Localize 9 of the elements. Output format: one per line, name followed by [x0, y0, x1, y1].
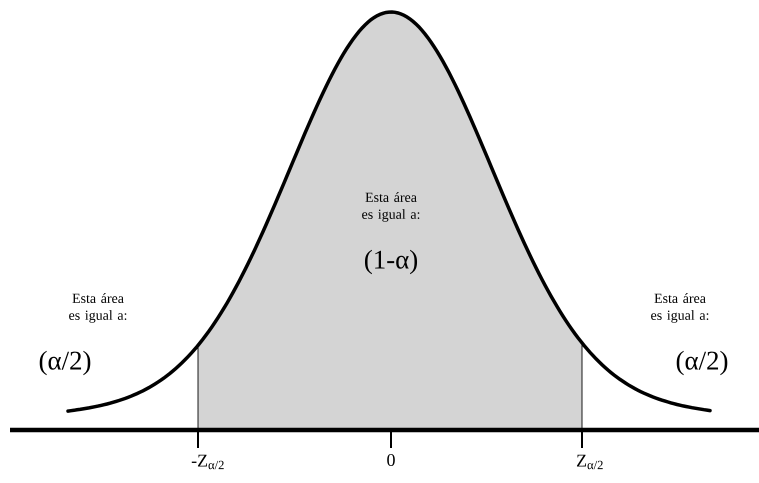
- area-value: (α/2): [676, 350, 728, 376]
- tick-label: -Z$_{α/2}$: [192, 454, 224, 470]
- area-note: Esta área es igual a:: [69, 293, 126, 323]
- tick-label: Z$_{α/2}$: [576, 454, 603, 470]
- area-note: Esta área es igual a:: [651, 293, 708, 323]
- area-value: (α/2): [40, 350, 90, 376]
- tick-label: 0: [387, 454, 395, 466]
- area-value: (1-α): [364, 250, 418, 274]
- area-note: Esta área es igual a:: [362, 192, 420, 222]
